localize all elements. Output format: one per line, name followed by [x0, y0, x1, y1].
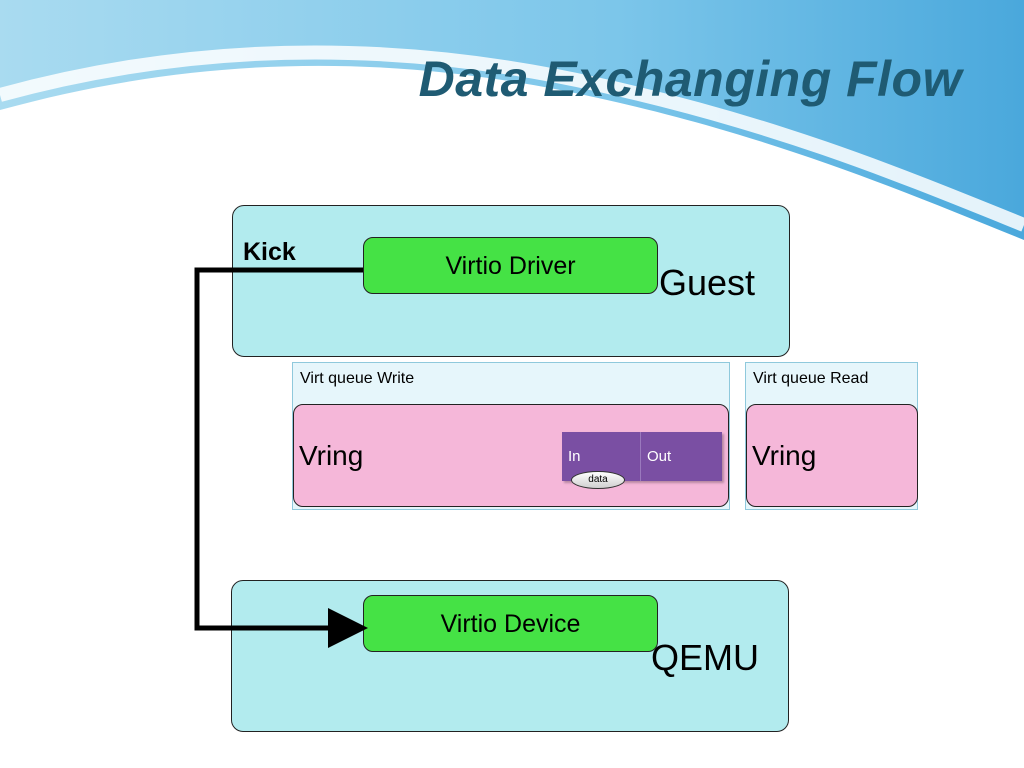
virt-queue-read-label: Virt queue Read [753, 370, 869, 387]
vring-read: Vring [746, 404, 918, 507]
vring-read-label: Vring [752, 440, 817, 471]
virtio-driver-box: Virtio Driver [363, 237, 658, 294]
qemu-label: QEMU [651, 637, 759, 678]
vring-write-label: Vring [299, 440, 364, 471]
virtio-device-box: Virtio Device [363, 595, 658, 652]
vring-slot-out: Out [640, 432, 722, 481]
guest-label: Guest [659, 262, 756, 303]
virt-queue-write-label: Virt queue Write [300, 370, 415, 387]
data-token: data [571, 471, 625, 489]
kick-label: Kick [243, 238, 296, 266]
page-title: Data Exchanging Flow [418, 51, 962, 107]
